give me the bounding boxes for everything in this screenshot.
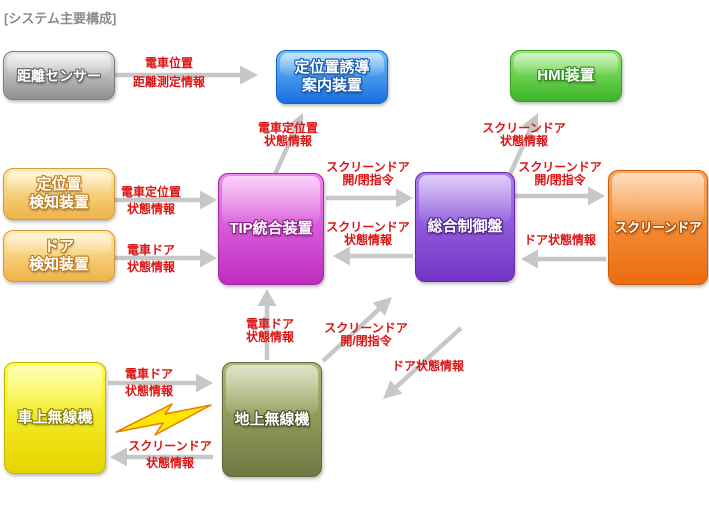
edge-label-posdetector-to-tip: 電車定位置 状態情報 [120,185,181,216]
node-tip-integrated-device: TIP統合装置 [218,173,324,285]
arrow-screendoor-to-controller [521,249,606,269]
edge-label-controller-to-screendoor: スクリーンドア 開/閉指令 [518,160,602,187]
edge-label-doordetector-to-tip: 電車ドア 状態情報 [126,243,175,274]
node-label: TIP統合装置 [229,220,313,237]
node-label: 定位置 検知装置 [28,176,89,211]
node-onboard-radio: 車上無線機 [4,362,106,474]
arrow-tip-to-controller [326,188,413,208]
edge-label-controller-to-ground: ドア状態情報 [391,359,464,373]
node-hmi-device: HMI装置 [510,50,622,102]
edge-label-sensor-to-guidance: 電車位置 距離測定情報 [132,56,205,89]
node-guidance-device: 定位置誘導 案内装置 [276,50,388,104]
node-label: 地上無線機 [234,410,310,428]
node-label: スクリーンドア [614,219,702,235]
edge-label-tip-to-guidance: 電車定位置 状態情報 [257,121,318,148]
arrow-ground-to-controller [321,297,392,363]
edge-label-screendoor-to-controller: ドア状態情報 [523,233,596,247]
node-ground-radio: 地上無線機 [222,362,322,477]
arrow-posdetector-to-tip [113,190,217,210]
node-label: ドア 検知装置 [28,238,89,273]
arrow-ground-to-tip [257,289,277,360]
lightning-bolt-icon [115,403,212,436]
node-label: 総合制御盤 [427,218,503,235]
edge-label-controller-to-hmi: スクリーンドア 状態情報 [482,121,566,148]
node-screen-door: スクリーンドア [608,170,708,285]
edge-label-controller-to-tip: スクリーンドア 状態情報 [326,220,410,247]
arrow-sensor-to-guidance [115,65,258,85]
node-distance-sensor: 距離センサー [3,51,115,100]
arrow-controller-to-tip [333,246,413,266]
arrow-controller-to-screendoor [515,186,605,206]
node-main-control-panel: 総合制御盤 [415,172,515,282]
edge-label-onboard-to-ground: 電車ドア 状態情報 [124,367,173,398]
arrow-controller-to-ground [383,326,463,399]
node-position-detector: 定位置 検知装置 [3,168,115,220]
edge-label-tip-to-controller: スクリーンドア 開/閉指令 [326,160,410,187]
page-title: [システム主要構成] [4,11,117,26]
node-door-detector: ドア 検知装置 [3,230,115,282]
node-label: 距離センサー [17,67,101,84]
arrow-ground-to-onboard [110,447,213,467]
edge-label-ground-to-controller: スクリーンドア 開/閉指令 [324,321,408,348]
arrow-doordetector-to-tip [113,248,217,268]
arrow-onboard-to-ground [108,373,213,393]
edge-label-ground-to-tip: 電車ドア 状態情報 [245,317,294,344]
node-label: 定位置誘導 案内装置 [294,59,370,94]
node-label: 車上無線機 [17,409,93,426]
edge-label-ground-to-onboard: スクリーンドア 状態情報 [128,439,212,470]
node-label: HMI装置 [537,67,595,84]
